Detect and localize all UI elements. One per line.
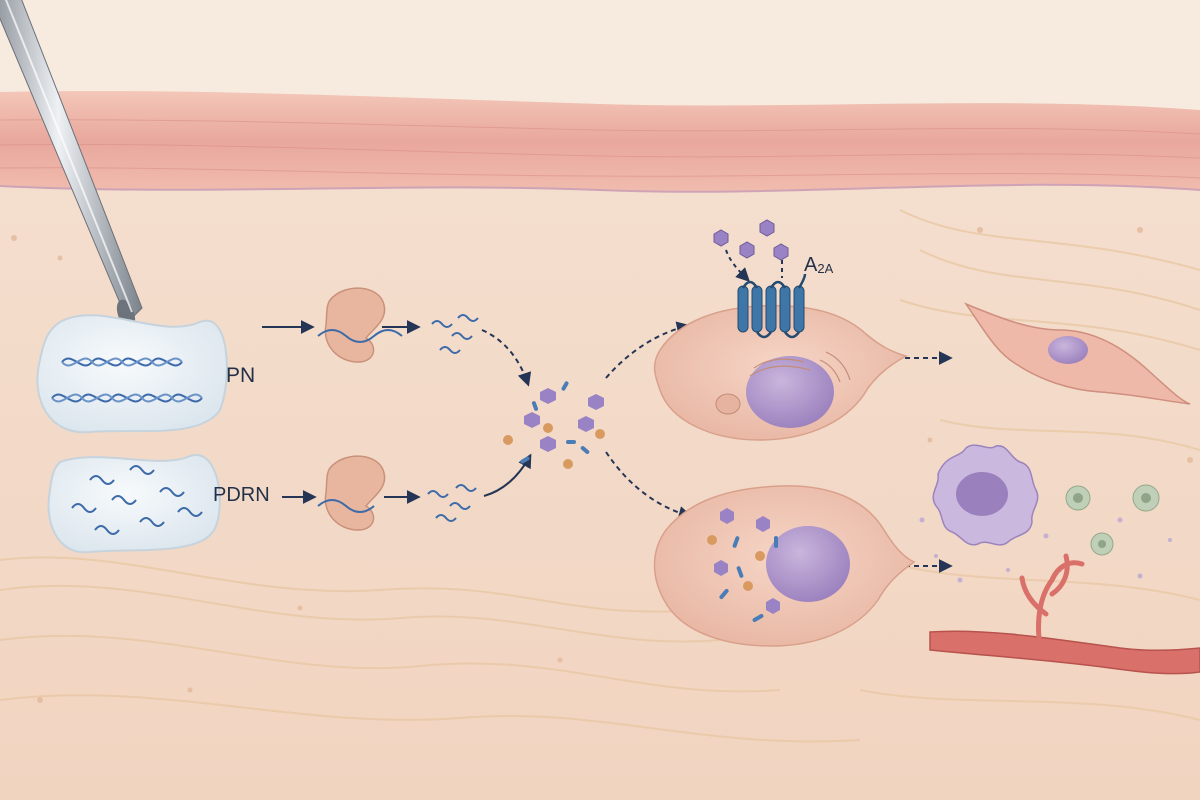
pdrn-label: PDRN — [213, 484, 270, 506]
surface-area — [0, 0, 1200, 110]
pn-label: PN — [226, 364, 256, 387]
pdrn-gel-deposit — [47, 454, 221, 554]
arrow-icon — [725, 249, 750, 282]
small-immune-cells — [1065, 484, 1160, 556]
adenosine-ligands — [713, 219, 789, 261]
dna-helix-icon — [51, 357, 203, 403]
a2a-receptor-label: A2A — [804, 254, 833, 277]
cell-lower — [653, 485, 916, 647]
epidermis-layer — [0, 91, 1200, 192]
oligonucleotide-fragments — [427, 314, 479, 522]
enzyme-icon — [317, 455, 386, 531]
nucleus — [746, 356, 834, 428]
receptor-label-main: A — [804, 254, 818, 276]
arrow-icon — [481, 329, 532, 387]
receptor-icon — [737, 273, 807, 339]
collagen-fibers — [0, 209, 1200, 743]
receptor-label-sub: 2A — [817, 261, 834, 276]
nucleus — [766, 526, 850, 602]
needle-icon — [0, 0, 143, 329]
immune-cell — [932, 444, 1039, 546]
pn-gel-deposit — [36, 314, 228, 434]
cytokine-dots — [919, 517, 1172, 583]
basement-membrane — [0, 183, 1200, 193]
nucleotide-cluster — [503, 381, 605, 469]
dna-fragments-icon — [71, 465, 203, 535]
epidermis-cells — [0, 119, 1200, 179]
pathway-arrows — [262, 249, 953, 573]
arrow-icon — [605, 321, 691, 379]
activated-fibroblast — [963, 302, 1191, 405]
arrow-icon — [605, 451, 693, 520]
fibroblast-cell-upper — [653, 304, 908, 441]
enzyme-icon — [317, 287, 403, 363]
internalized-nucleotides — [707, 508, 780, 622]
nucleus — [1048, 336, 1088, 364]
